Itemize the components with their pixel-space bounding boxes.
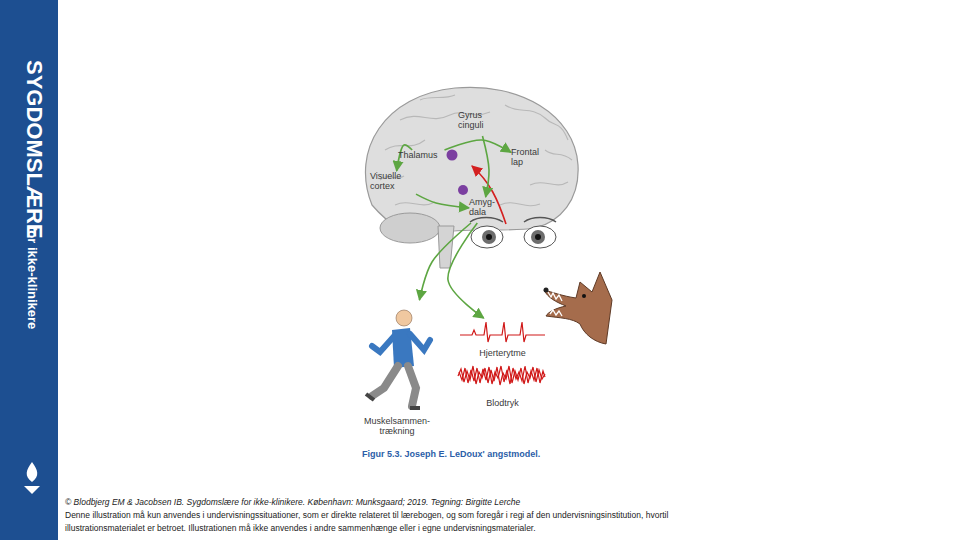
- node-text: Frontal lap: [511, 147, 547, 167]
- response-label: Hjerterytme: [455, 318, 550, 358]
- pathway-arrow: [482, 136, 489, 197]
- blood-pressure-trace: [458, 366, 545, 385]
- book-title: SYGDOMSLÆRE: [21, 60, 47, 238]
- pathway-arrow: [419, 223, 471, 300]
- dog-head: [544, 272, 613, 344]
- brain-drawing: [365, 87, 578, 268]
- brain-region-label: Thalamus: [398, 150, 446, 162]
- response-label: Muskelsammen- trækning: [352, 300, 442, 436]
- pathway-arrow: [445, 140, 512, 152]
- node-text: Gyrus cinguli: [458, 110, 502, 130]
- node-text: Thalamus: [398, 150, 438, 160]
- brain-region-label: Visuelle cortex: [370, 171, 416, 197]
- brain-region-label: Frontal lap: [511, 147, 547, 173]
- book-subtitle: for ikke-klinikere: [25, 226, 40, 329]
- copyright-note: © Blodbjerg EM & Jacobsen IB. Sygdomslær…: [65, 497, 520, 507]
- side-band: [0, 0, 58, 540]
- response-label: Blodtryk: [455, 362, 550, 408]
- ecg-trace: [460, 322, 545, 342]
- pathway-arrow: [416, 194, 469, 208]
- brain-region-label: Gyrus cinguli: [458, 110, 502, 136]
- brain-region-label: Amyg- dala: [469, 197, 499, 223]
- node-text: Visuelle cortex: [370, 171, 416, 191]
- node-text: Blodtryk: [486, 398, 519, 408]
- node-text: Amyg- dala: [469, 197, 499, 217]
- running-person: [366, 310, 430, 408]
- amygdala-dot: [458, 185, 468, 195]
- publisher-logo: [24, 462, 40, 494]
- node-text: Hjerterytme: [479, 348, 526, 358]
- figure-caption: Figur 5.3. Joseph E. LeDoux' angstmodel.: [362, 449, 540, 459]
- node-text: Muskelsammen- trækning: [352, 416, 442, 436]
- pathway-arrow: [448, 223, 484, 318]
- usage-note: Denne illustration må kun anvendes i und…: [65, 509, 715, 535]
- eyes: [470, 218, 556, 249]
- thalamus-dot: [447, 150, 458, 161]
